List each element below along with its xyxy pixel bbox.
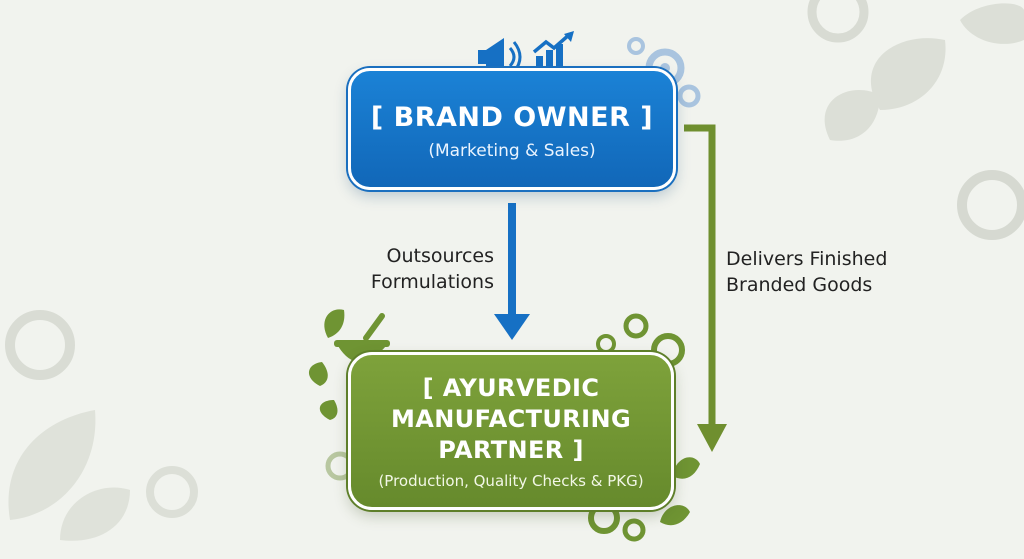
bg-gear-icon <box>5 310 75 380</box>
manufacturing-partner-node: [ AYURVEDIC MANUFACTURING PARTNER ] (Pro… <box>348 352 674 510</box>
mfg-subtitle: (Production, Quality Checks & PKG) <box>378 471 644 490</box>
delivers-label-line2: Branded Goods <box>726 274 873 296</box>
bg-leaf-icon <box>8 410 130 541</box>
outsources-label: Outsources Formulations <box>318 243 494 295</box>
brand-owner-node: [ BRAND OWNER ] (Marketing & Sales) <box>348 68 676 190</box>
outsources-label-line2: Formulations <box>370 271 494 293</box>
bg-gear-icon <box>146 466 198 518</box>
mfg-title-line3: PARTNER ] <box>438 435 584 464</box>
gears-icon <box>588 502 646 542</box>
growth-chart-icon <box>532 31 574 70</box>
delivers-label-line1: Delivers Finished <box>726 248 888 270</box>
brand-owner-subtitle: (Marketing & Sales) <box>428 140 596 161</box>
leaf-icon <box>660 457 700 526</box>
bg-gear-icon <box>807 0 869 43</box>
outsources-label-line1: Outsources <box>386 245 494 267</box>
bg-leaf-icon <box>824 3 1024 141</box>
leaf-icon <box>308 309 345 420</box>
delivers-label: Delivers Finished Branded Goods <box>726 246 926 298</box>
brand-owner-title: [ BRAND OWNER ] <box>370 101 654 133</box>
mfg-title-line2: MANUFACTURING <box>390 404 632 433</box>
delivers-arrow <box>684 124 727 452</box>
mfg-title-line1: [ AYURVEDIC <box>422 373 600 402</box>
outsources-arrow <box>494 203 530 340</box>
bg-gear-icon <box>957 170 1024 240</box>
